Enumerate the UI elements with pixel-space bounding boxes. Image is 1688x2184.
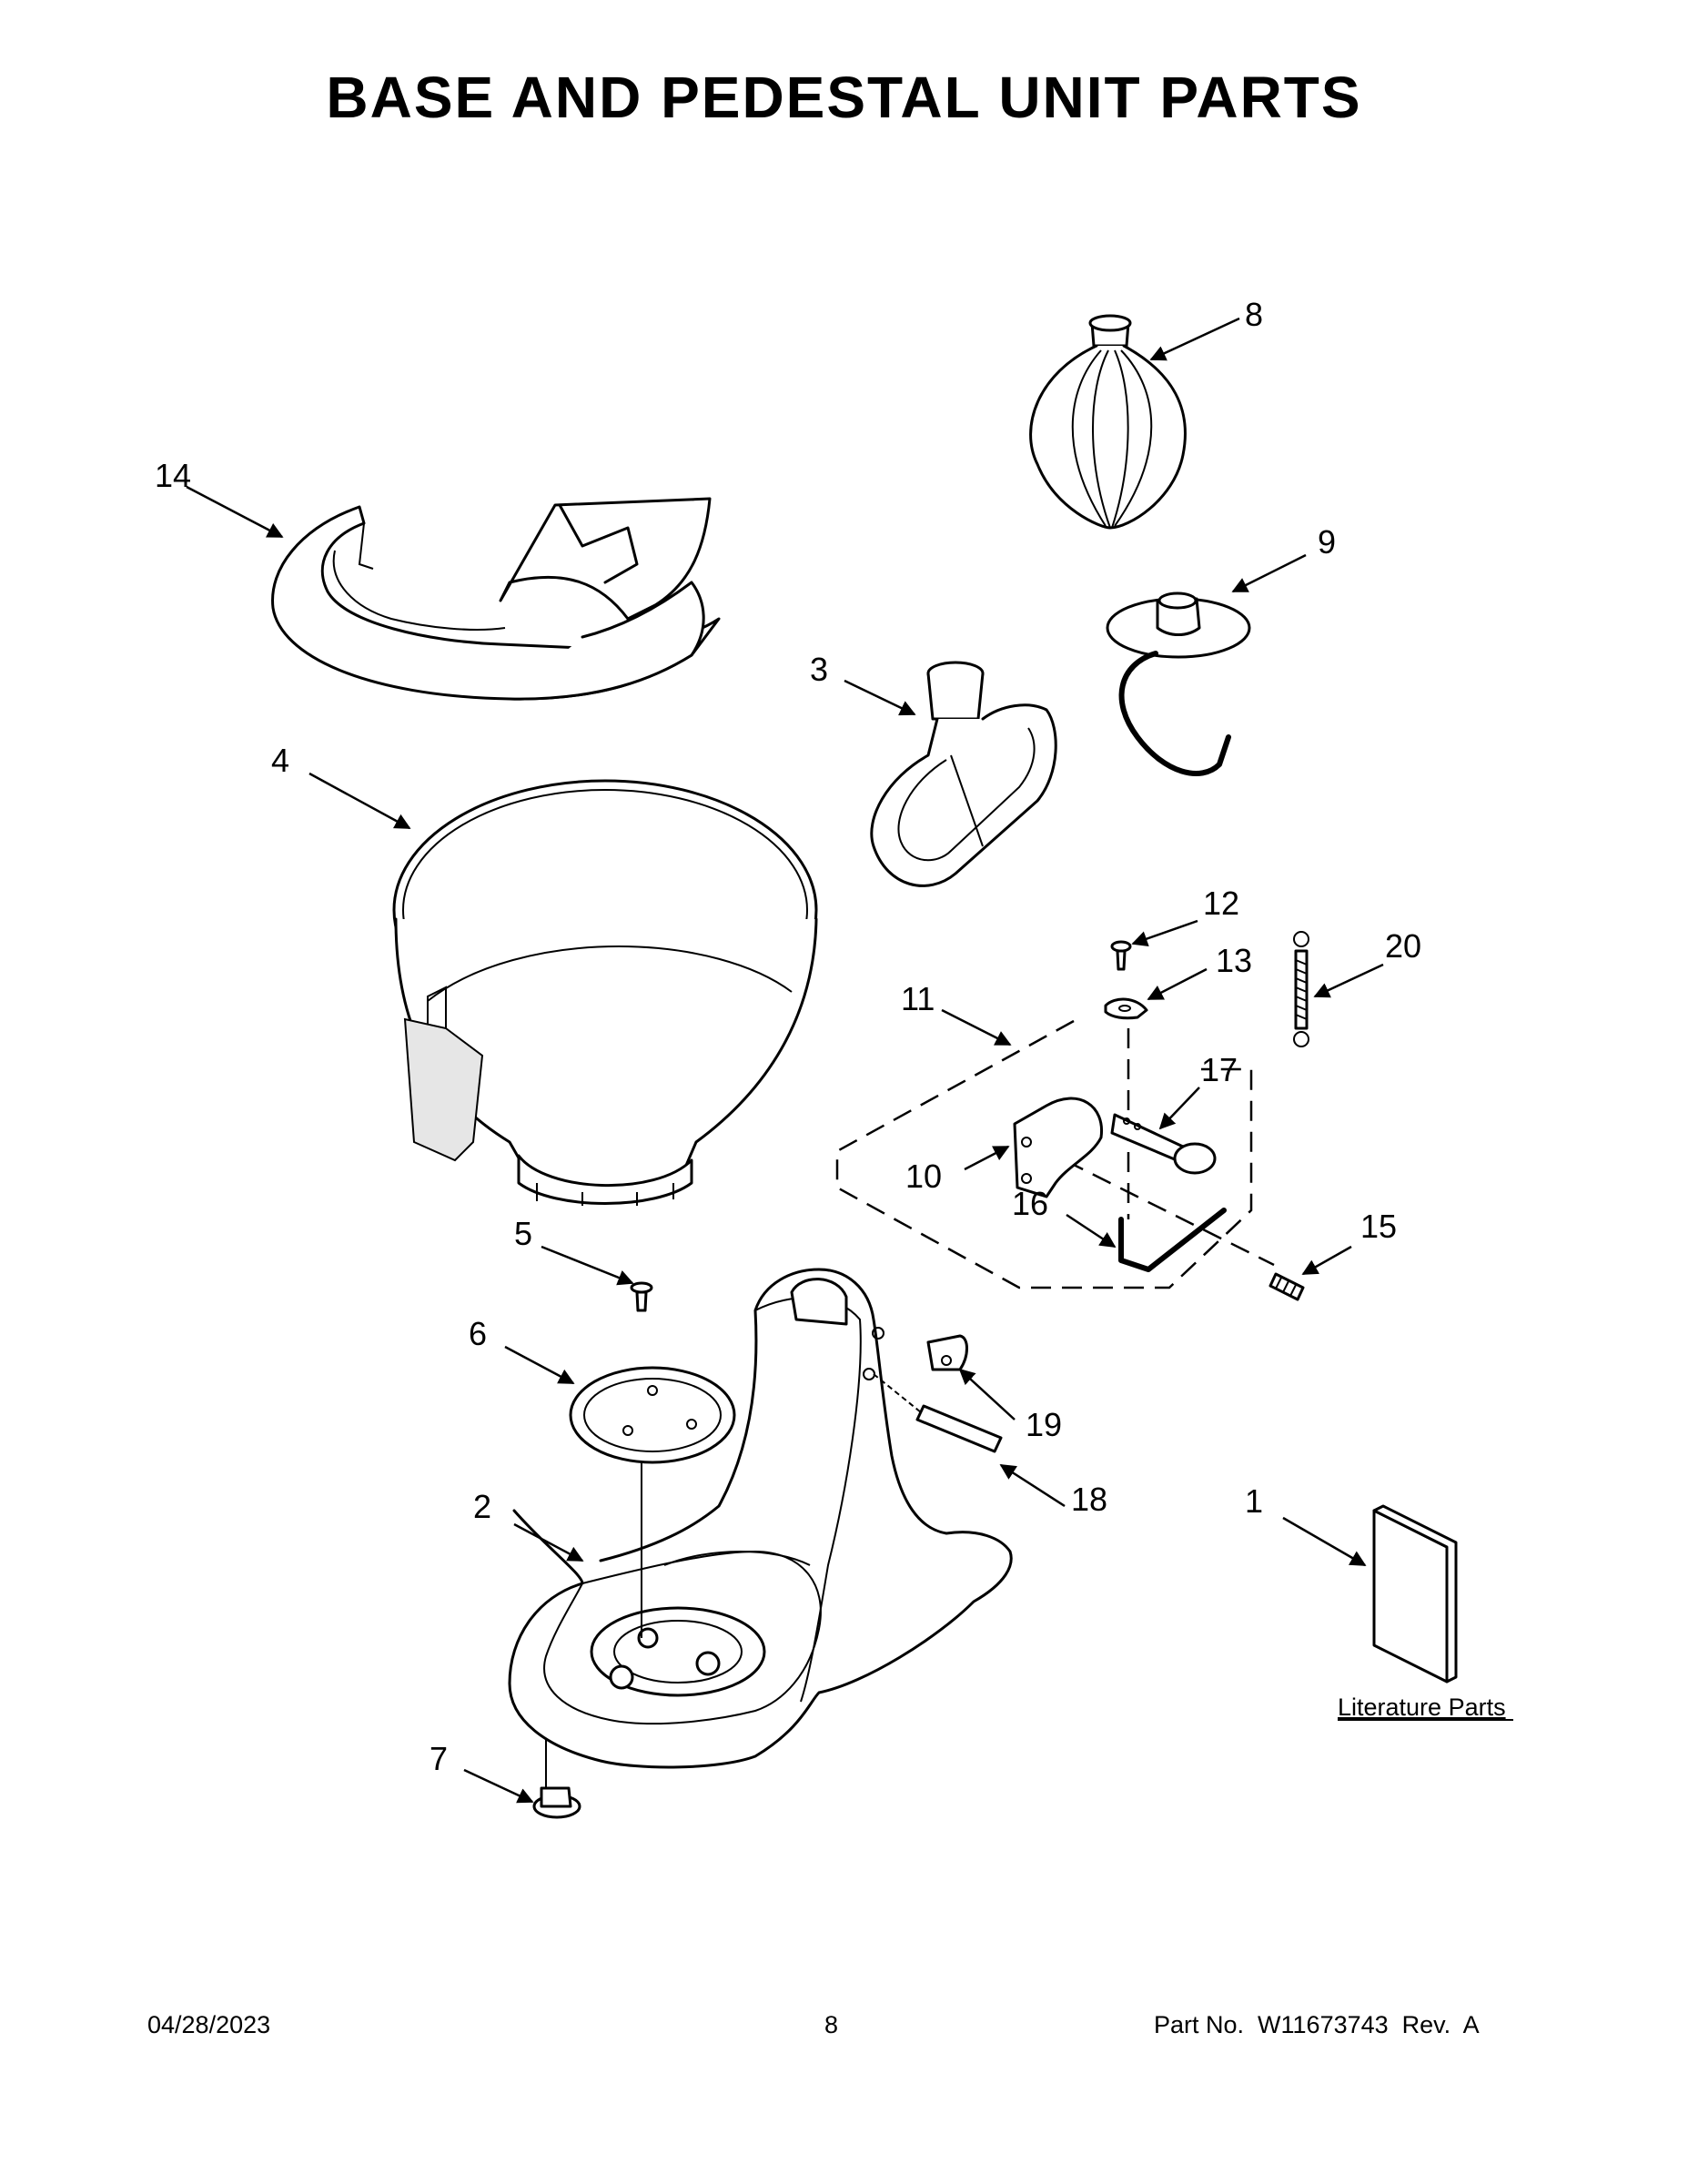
callout-10: 10 (905, 1158, 942, 1195)
leader-lines (186, 317, 1384, 1804)
callout-20: 20 (1385, 927, 1421, 965)
dough-hook-part[interactable] (1106, 592, 1251, 776)
callout-17: 17 (1201, 1051, 1238, 1088)
footer-part-number: Part No. W11673743 Rev. A (1154, 2011, 1480, 2038)
callout-2: 2 (473, 1488, 491, 1525)
flat-beater-part[interactable] (870, 661, 1057, 887)
hinge-bracket-part[interactable] (1013, 1097, 1104, 1198)
base-ring-part[interactable] (569, 1366, 736, 1638)
literature-parts-label: Literature Parts (1338, 1694, 1506, 1721)
callout-7: 7 (430, 1740, 448, 1777)
locking-lever-part[interactable] (1110, 1113, 1217, 1175)
callout-19: 19 (1026, 1406, 1062, 1443)
pin-part-18[interactable] (873, 1373, 1003, 1453)
literature-part[interactable] (1372, 1504, 1458, 1684)
bowl-part[interactable] (392, 779, 818, 1206)
callout-16: 16 (1012, 1185, 1048, 1222)
callout-6: 6 (469, 1315, 487, 1352)
page-title: BASE AND PEDESTAL UNIT PARTS (326, 65, 1362, 130)
callout-12: 12 (1203, 885, 1239, 922)
pedestal-base-part[interactable] (508, 1268, 1013, 1769)
callout-1: 1 (1245, 1482, 1263, 1520)
footer-date: 04/28/2023 (147, 2011, 271, 2038)
footer-page-number: 8 (824, 2011, 839, 2038)
trim-cover-part[interactable] (926, 1334, 968, 1371)
wire-whip-part[interactable] (1029, 314, 1187, 530)
screw-part-12[interactable] (1110, 940, 1132, 971)
callout-15: 15 (1360, 1208, 1397, 1245)
callout-13: 13 (1216, 942, 1252, 979)
callout-8: 8 (1245, 296, 1263, 333)
callout-14: 14 (155, 457, 191, 494)
washer-part-13[interactable] (1104, 997, 1148, 1020)
callout-11: 11 (901, 980, 935, 1017)
pouring-shield-part[interactable] (271, 497, 721, 701)
pin-part-15[interactable] (1269, 1272, 1305, 1301)
callout-3: 3 (810, 651, 828, 688)
callout-5: 5 (514, 1215, 532, 1252)
foot-part[interactable] (532, 1738, 581, 1819)
spring-part[interactable] (1293, 931, 1309, 1047)
callout-4: 4 (271, 742, 289, 779)
callout-18: 18 (1071, 1481, 1107, 1518)
hinge-rod-part[interactable] (1118, 1208, 1227, 1272)
screw-part-5[interactable] (630, 1281, 653, 1312)
callout-9: 9 (1318, 523, 1336, 561)
